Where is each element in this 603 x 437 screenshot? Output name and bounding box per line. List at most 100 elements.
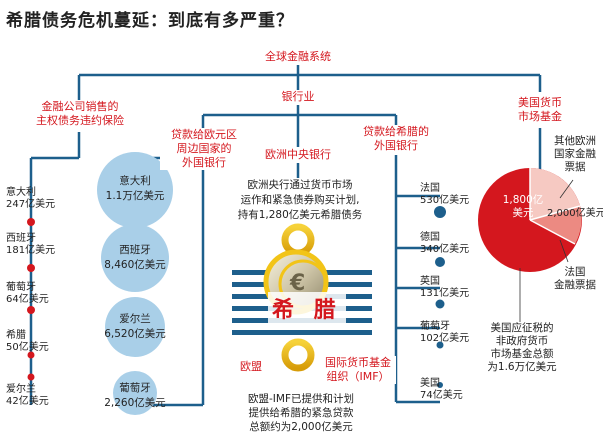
periphery-text-spain: 西班牙 8,460亿美元 xyxy=(95,243,175,273)
bubble-italy xyxy=(97,152,173,228)
svg-text:€: € xyxy=(289,271,305,296)
mmf-other-line3: 票据 xyxy=(564,161,586,173)
creditor-uk: 英国 131亿美元 xyxy=(420,276,469,300)
cds-dot-ireland xyxy=(27,373,35,381)
branch-mmf-line2: 市场基金 xyxy=(518,110,562,123)
branch-greece-line2: 外国银行 xyxy=(374,139,418,152)
cds-dot-portugal xyxy=(27,306,35,314)
mmf-total-line4: 为1.6万亿美元 xyxy=(487,361,557,373)
branch-greece-loans: 贷款给希腊的 外国银行 xyxy=(350,125,442,153)
branch-periphery-loans: 贷款给欧元区 周边国家的 外国银行 xyxy=(160,128,248,170)
creditor-country: 美国 xyxy=(420,378,440,389)
periphery-text-italy: 意大利 1.1万亿美元 xyxy=(95,174,175,204)
creditor-dots xyxy=(434,206,446,388)
creditor-dot-france xyxy=(434,206,446,218)
creditor-amount: 131亿美元 xyxy=(420,288,470,299)
ecb-line3: 持有1,280亿美元希腊债务 xyxy=(237,209,363,221)
eu-label: 欧盟 xyxy=(234,360,268,374)
cds-country: 葡萄牙 xyxy=(6,282,36,293)
creditor-amount: 340亿美元 xyxy=(420,244,470,255)
imf-label: 国际货币基金 组织（IMF） xyxy=(320,356,396,384)
creditor-country: 葡萄牙 xyxy=(420,321,450,332)
bailout-line3: 总额约为2,000亿美元 xyxy=(249,421,353,433)
creditor-us: 美国 74亿美元 xyxy=(420,378,463,402)
bubble-ireland xyxy=(105,297,165,357)
branch-periphery-line3: 外国银行 xyxy=(182,156,226,169)
creditor-dot-germany xyxy=(435,257,445,267)
periphery-country: 葡萄牙 xyxy=(119,382,151,394)
mmf-france-note: 法国 金融票据 xyxy=(548,266,602,292)
mmf-slice-a-line2: 美元 xyxy=(512,207,534,219)
branch-periphery-line1: 贷款给欧元区 xyxy=(171,128,237,141)
periphery-amount: 8,460亿美元 xyxy=(104,259,166,271)
periphery-country: 意大利 xyxy=(119,175,151,187)
branch-greece-line1: 贷款给希腊的 xyxy=(363,125,429,138)
creditor-dot-us xyxy=(437,382,443,388)
branch-periphery-line2: 周边国家的 xyxy=(176,142,232,155)
branch-mmf-line1: 美国货币 xyxy=(518,96,562,109)
branch-us-mmf: 美国货币 市场基金 xyxy=(505,96,575,124)
imf-line2: 组织（IMF） xyxy=(326,370,390,383)
cds-dot-greece xyxy=(27,351,35,359)
mmf-total-line2: 非政府货币 xyxy=(495,335,549,347)
cds-dots xyxy=(27,218,35,381)
cds-country: 爱尔兰 xyxy=(6,384,36,395)
branch-cds-line2: 主权债务违约保险 xyxy=(36,114,124,127)
creditor-amount: 74亿美元 xyxy=(420,390,463,401)
periphery-country: 爱尔兰 xyxy=(119,313,151,325)
page-title: 希腊债务危机蔓延：到底有多严重？ xyxy=(6,11,294,31)
hub-banking: 银行业 xyxy=(272,90,324,104)
ecb-line2: 运作和紧急债券购买计划, xyxy=(240,194,360,206)
cds-item-ireland: 爱尔兰 42亿美元 xyxy=(6,384,49,408)
periphery-amount: 2,260亿美元 xyxy=(104,397,166,409)
creditor-country: 德国 xyxy=(420,232,440,243)
cds-amount: 247亿美元 xyxy=(6,199,56,210)
cds-country: 希腊 xyxy=(6,330,26,341)
periphery-amount: 6,520亿美元 xyxy=(104,328,166,340)
cds-item-italy: 意大利 247亿美元 xyxy=(6,187,55,211)
mmf-other-line1: 其他欧洲 xyxy=(554,135,596,147)
periphery-country: 西班牙 xyxy=(119,244,151,256)
creditor-france: 法国 530亿美元 xyxy=(420,183,469,207)
mmf-france-line1: 法国 xyxy=(564,266,586,278)
periphery-text-ireland: 爱尔兰 6,520亿美元 xyxy=(95,312,175,342)
pie-slice-france xyxy=(530,206,582,244)
cds-amount: 42亿美元 xyxy=(6,396,49,407)
ecb-description: 欧洲央行通过货币市场 运作和紧急债券购买计划, 持有1,280亿美元希腊债务 xyxy=(222,178,378,223)
creditor-germany: 德国 340亿美元 xyxy=(420,232,469,256)
cds-country: 西班牙 xyxy=(6,233,36,244)
cds-dot-italy xyxy=(27,218,35,226)
creditor-amount: 530亿美元 xyxy=(420,195,470,206)
bubble-spain xyxy=(101,224,169,292)
pie-slice-other-europe xyxy=(530,168,580,220)
imf-line1: 国际货币基金 xyxy=(325,356,391,369)
creditor-portugal: 葡萄牙 102亿美元 xyxy=(420,321,469,345)
mmf-france-line2: 金融票据 xyxy=(554,279,596,291)
hub-global-financial-system: 全球金融系统 xyxy=(248,50,348,64)
cds-amount: 64亿美元 xyxy=(6,294,49,305)
cds-amount: 181亿美元 xyxy=(6,245,56,256)
cds-dot-spain xyxy=(27,264,35,272)
creditor-dot-portugal xyxy=(436,341,444,349)
creditor-dot-uk xyxy=(435,299,445,309)
bailout-line1: 欧盟-IMF已提供和计划 xyxy=(248,393,354,405)
cds-item-portugal: 葡萄牙 64亿美元 xyxy=(6,282,49,306)
cds-item-greece: 希腊 50亿美元 xyxy=(6,330,49,354)
cds-country: 意大利 xyxy=(6,187,36,198)
branch-ecb: 欧洲中央银行 xyxy=(257,148,339,162)
mmf-pie-chart xyxy=(478,168,582,322)
ecb-line1: 欧洲央行通过货币市场 xyxy=(247,179,353,191)
mmf-slice-a-line1: 1,800亿 xyxy=(502,194,544,206)
bubble-portugal xyxy=(113,371,157,415)
cds-amount: 50亿美元 xyxy=(6,342,49,353)
mmf-total-line3: 市场基金总额 xyxy=(490,348,554,360)
bailout-description: 欧盟-IMF已提供和计划 提供给希腊的紧急贷款 总额约为2,000亿美元 xyxy=(226,392,376,434)
greece-label: 希 腊 xyxy=(268,292,346,324)
creditor-country: 英国 xyxy=(420,276,440,287)
branch-cds-line1: 金融公司销售的 xyxy=(41,100,119,113)
periphery-bubbles xyxy=(97,152,173,415)
cds-item-spain: 西班牙 181亿美元 xyxy=(6,233,55,257)
mmf-other-line2: 国家金融 xyxy=(554,148,596,160)
mmf-total-note: 美国应征税的 非政府货币 市场基金总额 为1.6万亿美元 xyxy=(470,322,574,374)
bailout-line2: 提供给希腊的紧急贷款 xyxy=(248,407,354,419)
